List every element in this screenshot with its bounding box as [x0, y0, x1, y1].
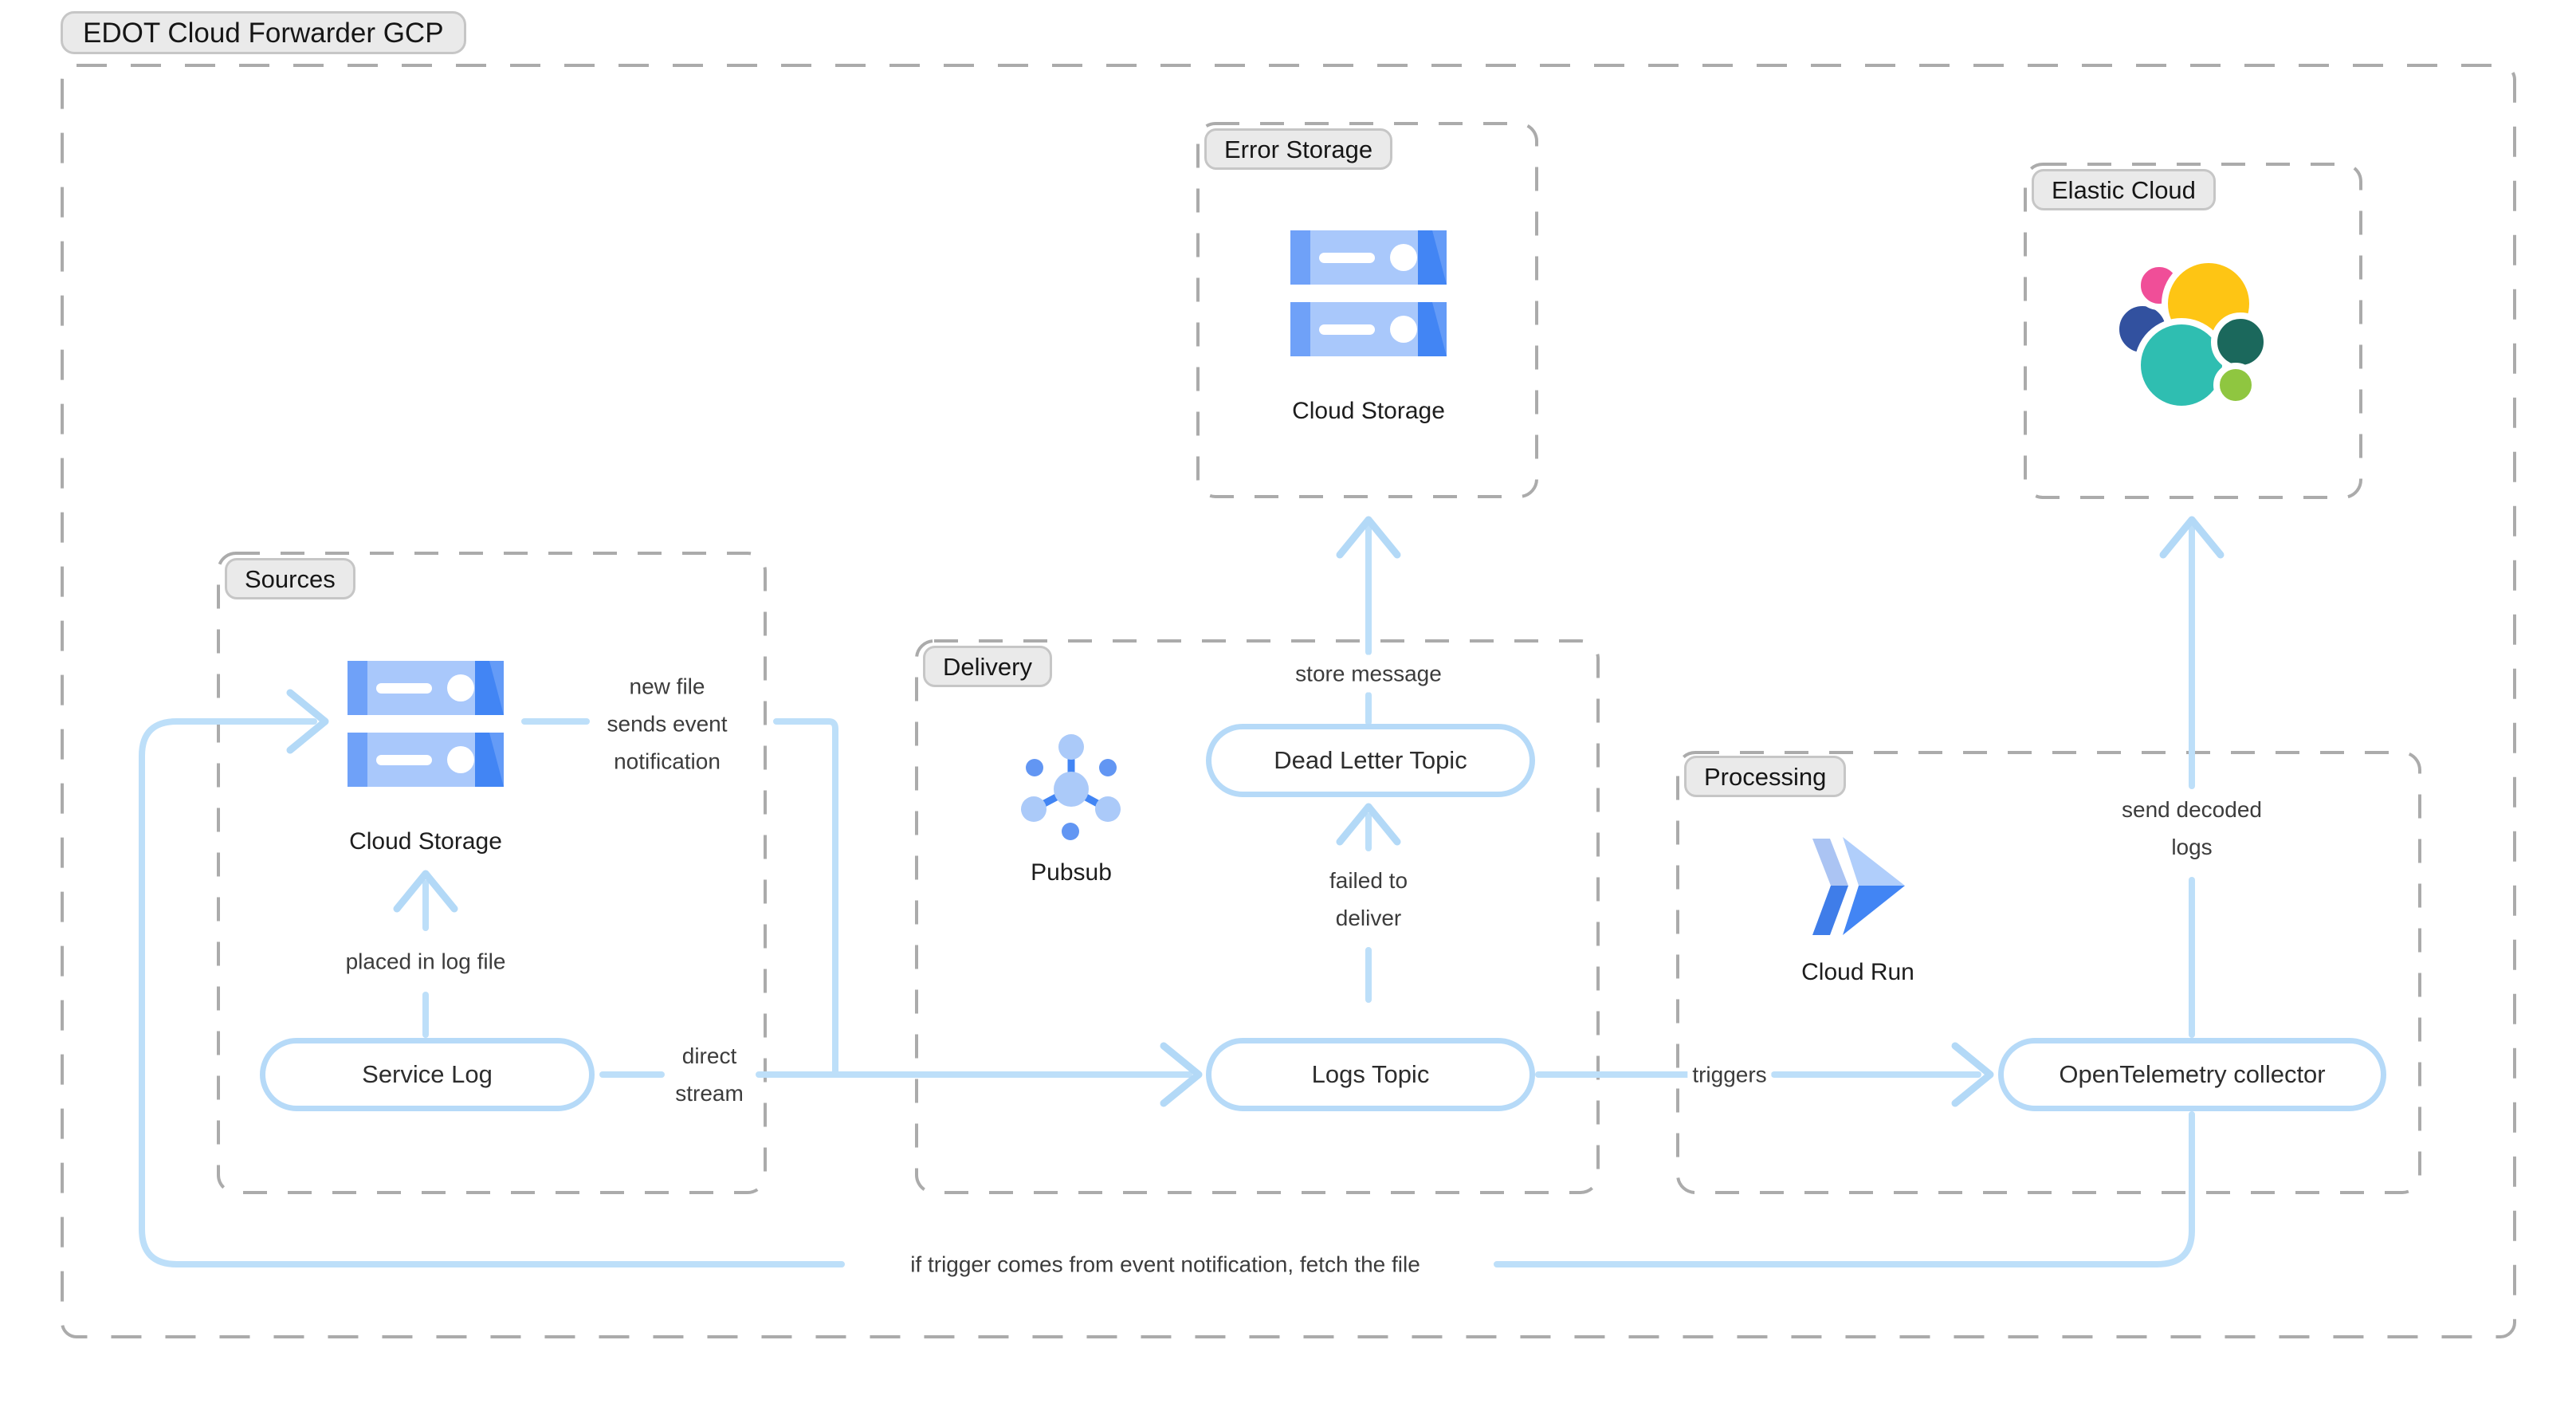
edge-feedback-right: [1494, 1111, 2195, 1267]
edge-label-line: notification: [614, 749, 721, 774]
edge-label-failed-to-deliver: failed to deliver: [1324, 862, 1413, 937]
caption-pubsub: Pubsub: [1031, 859, 1112, 886]
edge-label-direct-stream: direct stream: [670, 1037, 748, 1112]
caption-cloud-storage-sources: Cloud Storage: [349, 828, 502, 855]
edge-label-line: send decoded: [2122, 797, 2262, 822]
diagram-title: EDOT Cloud Forwarder GCP: [61, 11, 466, 54]
edge-label-line: deliver: [1335, 906, 1402, 930]
arrowhead-into-cloud-storage: [286, 689, 329, 754]
edge-label-fetch-file: if trigger comes from event notification…: [905, 1245, 1425, 1283]
arrowhead-into-logs-topic: [1160, 1042, 1203, 1107]
group-label-elastic-cloud: Elastic Cloud: [2032, 169, 2216, 210]
edge-label-line: logs: [2171, 835, 2213, 859]
edge-label-triggers: triggers: [1687, 1055, 1772, 1094]
node-label: Service Log: [362, 1060, 493, 1088]
arrowhead-into-error-storage: [1336, 516, 1401, 559]
edge-label-new-file: new file sends event notification: [602, 667, 732, 780]
node-label: Logs Topic: [1311, 1060, 1430, 1088]
edge-label-line: placed in log file: [345, 949, 506, 974]
arrowhead-into-elastic: [2159, 516, 2225, 559]
edge-label-line: failed to: [1329, 868, 1408, 893]
node-label: OpenTelemetry collector: [2059, 1060, 2326, 1088]
group-box-error-storage: [1196, 122, 1538, 498]
caption-cloud-storage-error: Cloud Storage: [1292, 398, 1445, 424]
arrowhead-into-dead-letter: [1336, 803, 1401, 846]
edge-label-line: if trigger comes from event notification…: [910, 1252, 1420, 1277]
group-box-processing: [1676, 751, 2421, 1194]
outer-boundary-box: [61, 64, 2516, 1338]
elastic-logo: [2114, 257, 2270, 410]
edge-label-line: store message: [1295, 661, 1442, 686]
edge-label-store-message: store message: [1290, 654, 1447, 693]
node-logs-topic: Logs Topic: [1206, 1038, 1535, 1111]
group-box-elastic-cloud: [2024, 163, 2362, 499]
edge-label-line: sends event: [607, 711, 728, 737]
group-label-processing: Processing: [1684, 756, 1847, 797]
node-label: Dead Letter Topic: [1274, 746, 1467, 774]
cloud-run-icon: [1812, 837, 1905, 935]
edge-label-line: new file: [629, 674, 705, 699]
cloud-storage-icon: [1290, 230, 1447, 356]
edge-label-line: direct: [681, 1043, 737, 1068]
group-label-error-storage: Error Storage: [1204, 128, 1393, 170]
arrowhead-into-otel: [1951, 1042, 1994, 1107]
group-label-delivery: Delivery: [923, 646, 1052, 687]
edge-feedback-left: [139, 718, 845, 1267]
group-label-sources: Sources: [225, 558, 355, 599]
edge-label-send-decoded-logs: send decoded logs: [2117, 791, 2267, 866]
arrowhead-into-storage-below: [393, 870, 458, 913]
group-box-delivery: [915, 639, 1600, 1194]
cloud-storage-icon: [348, 661, 504, 787]
caption-cloud-run: Cloud Run: [1801, 959, 1914, 985]
pubsub-icon: [1021, 734, 1121, 840]
edge-event-corner: [773, 718, 838, 1078]
node-dead-letter-topic: Dead Letter Topic: [1206, 724, 1535, 797]
group-box-sources: [217, 552, 767, 1194]
edge-label-placed-in-log-file: placed in log file: [340, 942, 511, 981]
edge-label-line: triggers: [1692, 1062, 1767, 1087]
edge-label-line: stream: [675, 1081, 744, 1106]
node-service-log: Service Log: [260, 1038, 595, 1111]
node-otel-collector: OpenTelemetry collector: [1998, 1038, 2386, 1111]
